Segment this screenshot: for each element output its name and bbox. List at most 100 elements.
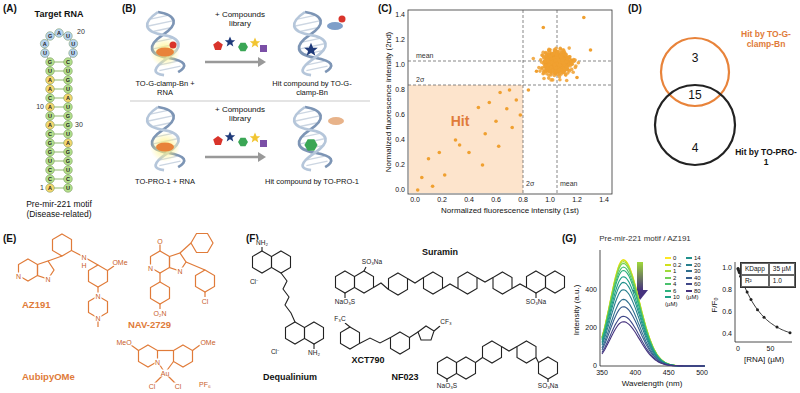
nucleotide-letter: A (66, 98, 70, 99)
tick-label: 200 (585, 324, 597, 332)
data-point (420, 176, 424, 180)
figure-ellipse (328, 117, 344, 125)
text-label: Target RNA (35, 9, 84, 19)
figure-line (364, 267, 366, 271)
figure-rect (260, 140, 267, 147)
tick-label: 0.2 (437, 196, 447, 204)
data-point (552, 63, 556, 67)
data-point (565, 79, 569, 83)
text-label: Dequalinium (263, 372, 317, 382)
data-point (746, 291, 749, 294)
legend-label: 40 (694, 275, 701, 282)
spectrum-line (602, 290, 705, 366)
data-point (558, 72, 562, 76)
figure-line (204, 292, 205, 297)
spectrum-line (602, 267, 705, 366)
spectrum-line (602, 277, 705, 366)
text-label: Intensity (a.u.) (572, 285, 581, 336)
legend-swatch (665, 264, 671, 266)
nucleotide-letter: C (48, 134, 52, 135)
text-label: mean (416, 52, 434, 60)
nucleotide-circle (46, 85, 55, 94)
nucleotide-letter: G (48, 143, 52, 144)
figure-line (205, 61, 258, 64)
nucleotide-letter: G (66, 161, 70, 162)
nucleotide-circle (64, 184, 73, 193)
figure-use (424, 272, 443, 294)
legend-swatch (686, 264, 692, 266)
atom-label: CF₃ (439, 319, 452, 326)
figure-use (458, 272, 477, 294)
atom-label: MeO (115, 339, 132, 346)
legend-label: 14 (694, 255, 701, 262)
data-point (498, 91, 502, 95)
tick-label: 0.6 (395, 111, 405, 119)
figure-line (158, 350, 174, 351)
nucleotide-circle (46, 67, 55, 76)
data-point (789, 331, 792, 334)
nucleotide-circle (40, 39, 49, 48)
base-pair (54, 143, 64, 144)
data-point (547, 74, 551, 78)
position-number: 20 (77, 28, 85, 36)
atom-label: N (15, 272, 22, 279)
figure-polyline (360, 338, 391, 344)
text-label: mean (560, 180, 578, 188)
table-cell: R² (741, 275, 769, 287)
position-number: 1 (40, 184, 44, 192)
figure-use (493, 272, 512, 294)
data-point (570, 62, 574, 66)
table-cell: KDapp (741, 263, 769, 275)
legend-label: 30 (694, 268, 701, 275)
nucleotide-letter: U (71, 43, 75, 44)
legend-label: 0 (673, 255, 676, 262)
data-point (505, 107, 509, 111)
nucleotide-letter: A (48, 125, 52, 126)
nucleotide-circle (46, 32, 55, 41)
legend-swatch (665, 290, 671, 292)
figure-polygon (258, 152, 266, 162)
data-point (564, 53, 568, 57)
atom-label: NH₂ (255, 240, 269, 247)
figure-use (341, 327, 360, 349)
tick-label: 1.2 (572, 196, 582, 204)
figure-polyline (374, 283, 389, 290)
nucleotide-letter: U (43, 53, 47, 54)
atom-label: Cl (148, 383, 157, 390)
nucleotide-circle (64, 139, 73, 148)
figure-line (48, 256, 62, 261)
figure-g (19, 234, 215, 387)
legend-swatch (665, 283, 671, 285)
figure-use (151, 282, 170, 304)
atom-label: NaO₃S (334, 299, 356, 306)
nucleotide-circle (46, 139, 55, 148)
figure-line (408, 85, 612, 86)
nucleotide-letter: A (48, 80, 52, 81)
data-point (561, 70, 565, 74)
text-label: Pre-mir-221 motif (Disease-related) (9, 200, 109, 220)
data-point (541, 72, 545, 76)
nucleotide-letter: U (66, 71, 70, 72)
text-label: AubipyOMe (22, 372, 75, 383)
figure-circle (661, 38, 729, 106)
figure-use (305, 322, 324, 344)
data-point (544, 51, 548, 55)
data-point (559, 64, 563, 68)
nucleotide-letter: C (48, 179, 52, 180)
text-label: Hit by TO-G-clamp-Bn (735, 30, 797, 50)
data-point (515, 98, 519, 102)
atom-label: SO₃Na (361, 259, 383, 266)
figure-circle (150, 132, 180, 162)
figure-use (174, 345, 193, 367)
figure-use (517, 341, 536, 363)
data-point (561, 48, 565, 52)
legend-swatch (686, 283, 692, 285)
nucleotide-letter: U (66, 107, 70, 108)
nucleotide-circle (46, 157, 55, 166)
tick-label: 1.0 (722, 264, 732, 272)
nucleotide-letter: U (48, 71, 52, 72)
nucleotide-letter: A (48, 107, 52, 108)
tick-label: 0 (593, 362, 597, 370)
text-label: 2σ (416, 76, 424, 84)
atom-label: SO₃Na (525, 299, 547, 306)
